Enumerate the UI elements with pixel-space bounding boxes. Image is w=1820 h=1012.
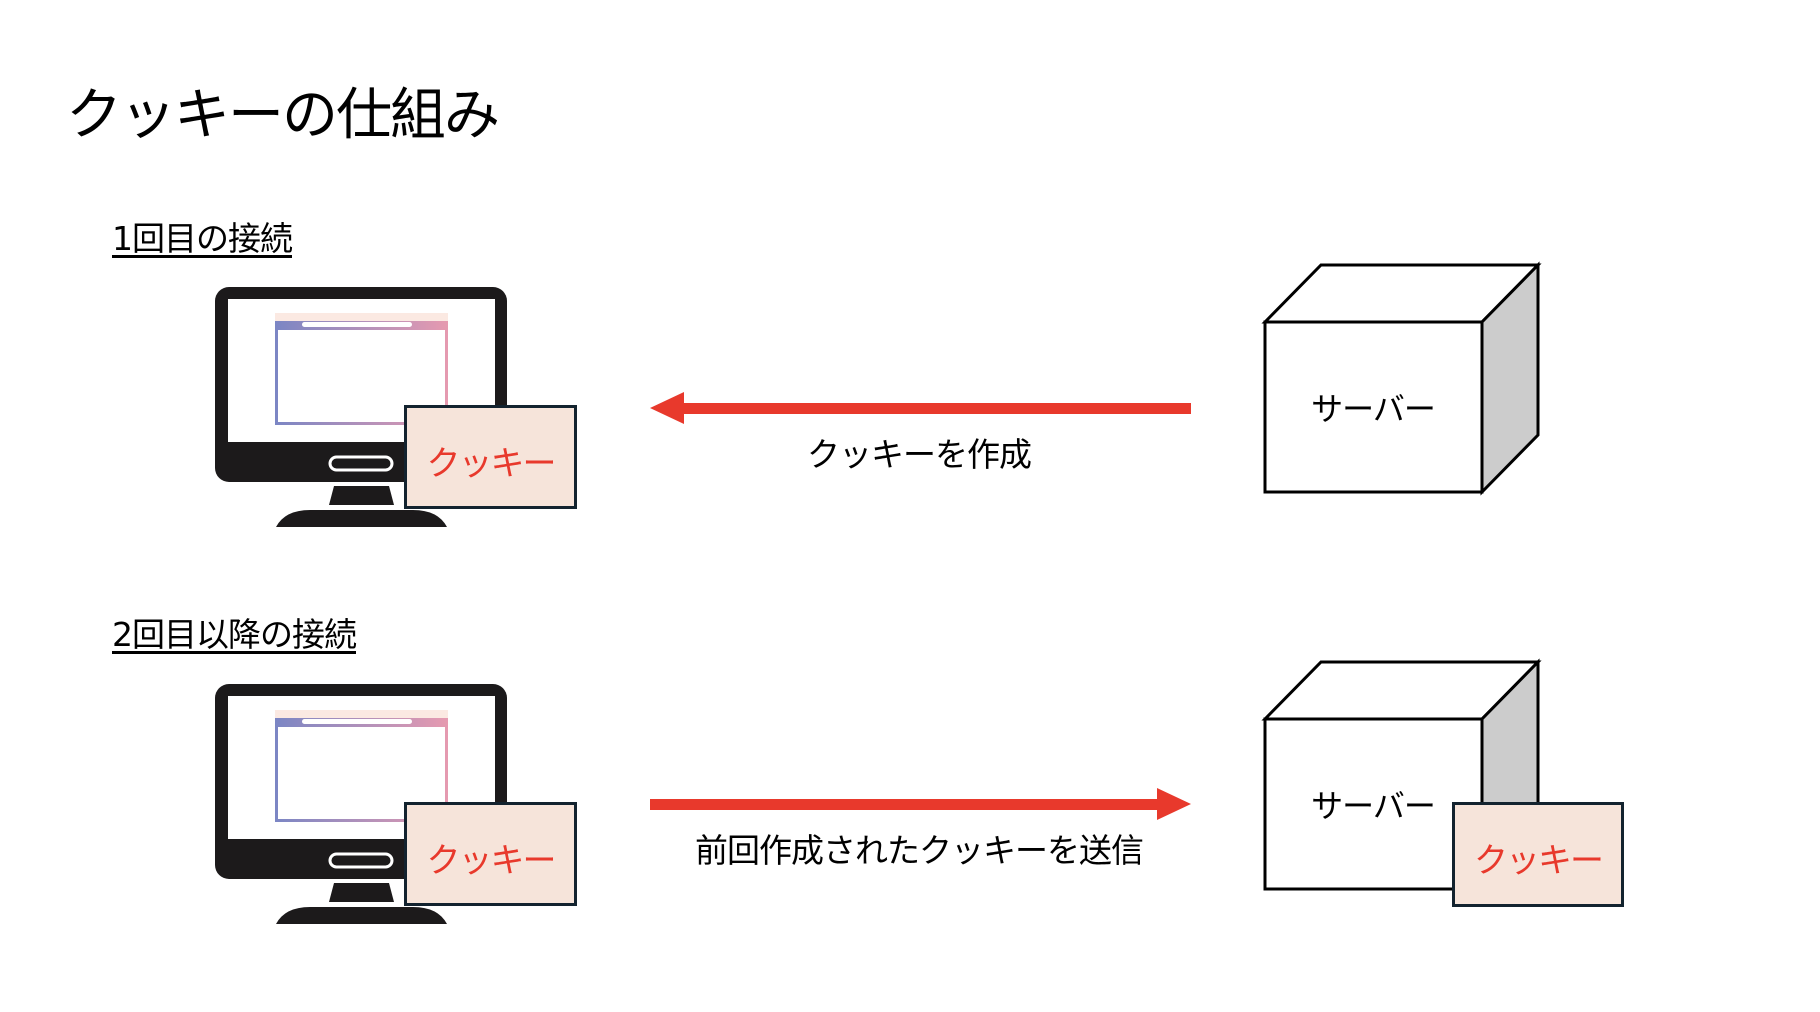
first-connection-heading: 1回目の接続 xyxy=(112,219,293,258)
create-cookie-label: クッキーを作成 xyxy=(807,435,1032,474)
client-cookie-box: クッキー xyxy=(404,802,577,906)
server-label: サーバー xyxy=(1311,390,1436,428)
arrow-client-to-server xyxy=(650,788,1191,820)
server-box-icon xyxy=(1263,263,1540,494)
server-label: サーバー xyxy=(1311,787,1436,825)
server-cookie-box: クッキー xyxy=(1452,802,1624,907)
arrow-server-to-client xyxy=(650,392,1191,424)
send-cookie-label: 前回作成されたクッキーを送信 xyxy=(695,831,1144,870)
client-cookie-box: クッキー xyxy=(404,405,577,509)
subsequent-connection-heading: 2回目以降の接続 xyxy=(112,615,357,654)
page-title: クッキーの仕組み xyxy=(66,83,500,148)
